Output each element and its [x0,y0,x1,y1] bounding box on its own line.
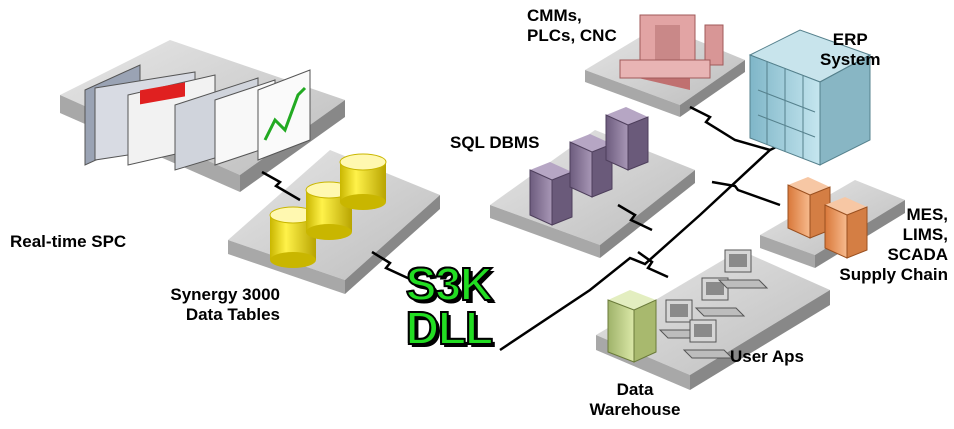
mes-server-1 [787,177,831,239]
data-table-cylinders [269,153,387,268]
erp-rack [748,29,872,166]
label-cmms-line2: PLCs, CNC [527,26,617,45]
s3k-logo-line1: S3K [405,258,494,310]
label-cmms: CMMs, PLCs, CNC [527,6,617,46]
sql-servers [529,107,649,226]
label-mes-line1: MES, [906,205,948,224]
label-mes-line4: Supply Chain [839,265,948,284]
label-erp-line1: ERP [832,30,868,49]
label-user-aps: User Aps [730,347,805,366]
workstation-4 [682,319,734,359]
link-userapps-backbone [637,250,669,279]
spc-screens [84,64,311,171]
label-warehouse-line2: Warehouse [589,400,681,419]
link-mes-backbone [711,180,781,207]
label-mes-line2: LIMS, [902,225,948,244]
sql-server-1 [529,162,573,226]
mes-server-2 [824,197,868,259]
label-synergy-line2: Data Tables [185,305,280,324]
sql-server-3 [605,107,649,171]
label-synergy-line1: Synergy 3000 [170,285,280,304]
warehouse-server [607,290,657,363]
label-cmms-line1: CMMs, [527,6,582,25]
label-mes-lims-scada: MES, LIMS, SCADA Supply Chain [790,205,948,285]
label-data-warehouse: Data Warehouse [580,380,690,420]
s3k-logo-line2: DLL [405,302,494,354]
label-erp-line2: System [820,50,881,69]
workstation-1 [658,299,710,339]
workstation-2 [694,277,746,317]
user-workstations [658,249,769,359]
cylinder-3 [339,153,387,210]
label-synergy-data-tables: Synergy 3000 Data Tables [120,285,280,325]
label-warehouse-line1: Data [616,380,654,399]
label-mes-line3: SCADA [887,245,948,264]
label-erp-system: ERP System [820,30,880,70]
network-links [261,105,781,352]
label-realtime-spc: Real-time SPC [10,232,127,251]
link-spc-tables [261,170,301,202]
link-sql-backbone [617,203,653,232]
label-sql-dbms: SQL DBMS [450,133,540,152]
workstation-3 [717,249,769,289]
mes-servers [787,177,868,259]
link-tables-s3k [371,250,413,282]
s3k-dll-logo: S3K DLL [384,258,514,354]
link-cmm-backbone [689,105,771,152]
cmm-machine [619,14,724,90]
